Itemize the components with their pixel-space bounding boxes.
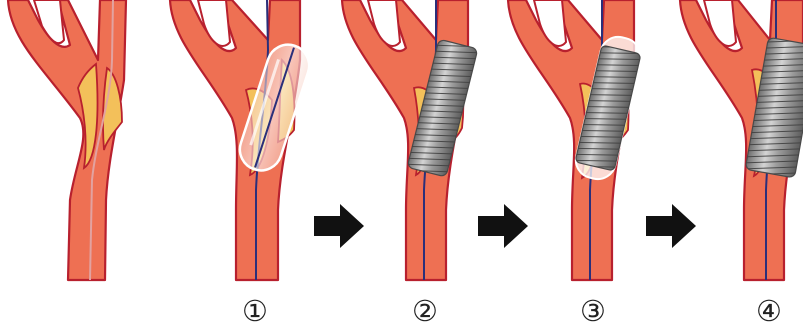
arrow-right-icon: [646, 204, 696, 248]
vessel-panel-4: [680, 0, 803, 280]
vessel-panel-1: [170, 0, 315, 280]
vessel-panel-3: [508, 0, 644, 280]
step-label-2: ②: [407, 293, 443, 329]
step-label-4: ④: [751, 293, 787, 329]
vessel-panel-2: [342, 0, 478, 280]
step-label-1: ①: [237, 293, 273, 329]
arrow-right-icon: [478, 204, 528, 248]
vessel-panel-0: [8, 0, 126, 280]
step-label-3: ③: [575, 293, 611, 329]
arrow-right-icon: [314, 204, 364, 248]
